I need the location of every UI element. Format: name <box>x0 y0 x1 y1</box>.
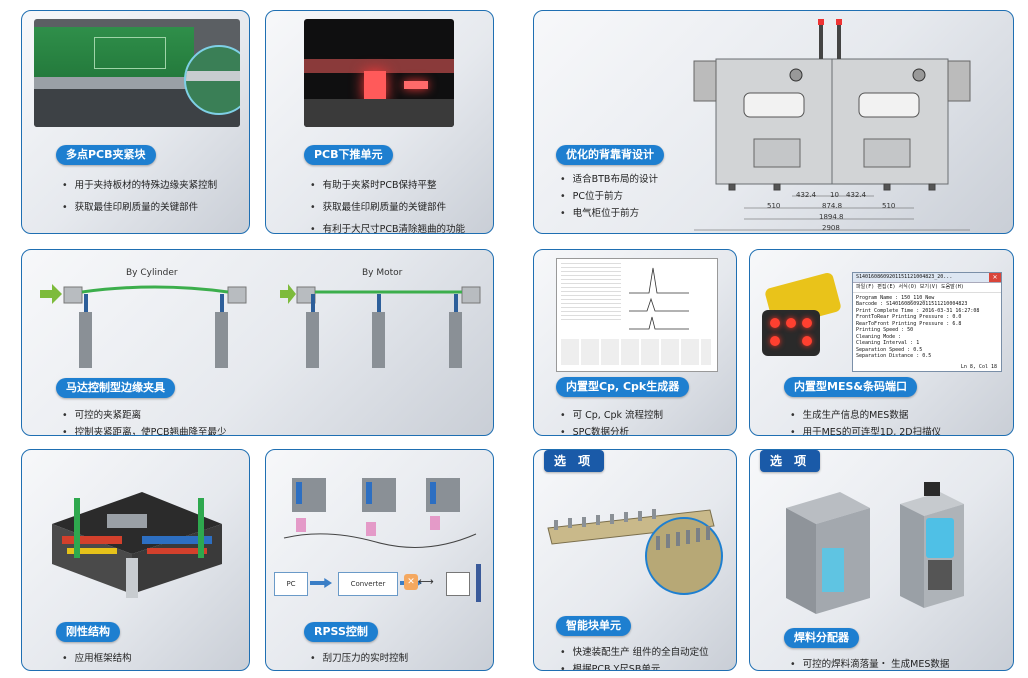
bullet-list: 用于夹持板材的特殊边缘夹紧控制 获取最佳印刷质量的关键部件 <box>62 177 218 221</box>
bullet: 用于夹持板材的特殊边缘夹紧控制 <box>62 177 218 191</box>
bullet-list: 生成生产信息的MES数据 用于MES的可连型1D, 2D扫描仪 <box>790 407 942 435</box>
card-title: 内置型MES&条码端口 <box>784 377 917 397</box>
window-statusbar: Ln 8, Col 18 <box>960 363 997 370</box>
bullet: 有利于大尺寸PCB清除翘曲的功能 <box>310 221 465 233</box>
card-title: 多点PCB夹紧块 <box>56 145 156 165</box>
bullet: 用于MES的可连型1D, 2D扫描仪 <box>790 424 942 435</box>
card-solder-dispenser: 选 项 焊料分配器 可控的焊料滴落量・ 生成MES数据 <box>749 449 1014 671</box>
arrow-icon <box>310 578 332 588</box>
bullet: 刮刀压力的实时控制 <box>310 650 409 664</box>
label-by-motor: By Motor <box>362 268 403 278</box>
card-title: 智能块单元 <box>556 616 631 636</box>
solder-dispenser-image <box>786 482 964 614</box>
motor-icon: ✕ <box>404 574 418 590</box>
card-pcb-clamp: 多点PCB夹紧块 用于夹持板材的特殊边缘夹紧控制 获取最佳印刷质量的关键部件 <box>21 10 250 234</box>
card-title: 优化的背靠背设计 <box>556 145 664 165</box>
pcb-clamp-photo <box>34 19 240 127</box>
card-cpk-generator: 内置型Cp, Cpk生成器 可 Cp, Cpk 流程控制 SPC数据分析 <box>533 249 737 436</box>
bullet: 控制夹紧距离，使PCB翘曲降至最少 <box>62 424 227 435</box>
card-title: 焊料分配器 <box>784 628 859 648</box>
bullet-list: 可控的夹紧距离 控制夹紧距离，使PCB翘曲降至最少 <box>62 407 227 435</box>
dim-label: 1894.8 <box>819 213 844 221</box>
content-line: Cleaning Interval : 1 <box>856 340 920 346</box>
bullet: 获取最佳印刷质量的关键部件 <box>310 199 465 213</box>
bullet: 有助于夹紧时PCB保持平整 <box>310 177 465 191</box>
content-line: Separation Distance : 0.5 <box>856 353 932 359</box>
bullet: 快速装配生产 组件的全自动定位 <box>560 644 709 658</box>
content-line: Print Complete Time : 2016-03-31 16:27:0… <box>856 307 980 314</box>
window-title: S1401608609201151121004823_20... <box>856 274 953 280</box>
bullet: 适合BTB布局的设计 <box>560 171 658 185</box>
smart-block-image <box>547 509 723 595</box>
dim-label: 874.8 <box>822 202 843 210</box>
actuator-icon <box>446 572 470 596</box>
dim-label: 510 <box>767 202 781 210</box>
bullet-list: 快速装配生产 组件的全自动定位 根据PCB Y尺SB单元 <box>560 644 709 670</box>
bullet: 可控的焊料滴落量・ 生成MES数据 <box>790 656 950 670</box>
window-titlebar: S1401608609201151121004823_20... ✕ <box>853 273 1001 283</box>
card-pcb-pushup: PCB下推单元 有助于夹紧时PCB保持平整 获取最佳印刷质量的关键部件 有利于大… <box>265 10 494 234</box>
bullet: 生成生产信息的MES数据 <box>790 407 941 421</box>
close-icon[interactable]: ✕ <box>989 273 1001 282</box>
card-title: PCB下推单元 <box>304 145 393 165</box>
bullet: 可 Cp, Cpk 流程控制 <box>560 407 663 421</box>
dim-label: 432.4 <box>846 191 867 199</box>
bullet-list: 有助于夹紧时PCB保持平整 获取最佳印刷质量的关键部件 有利于大尺寸PCB清除翘… <box>310 177 465 233</box>
card-motor-clamp: By Cylinder By Motor 马达控制型边缘夹具 可控的夹紧距离 控… <box>21 249 494 436</box>
card-rpss-control: PC Converter ✕ ⟷ RPSS控制 刮刀压力的实时控制 <box>265 449 494 671</box>
bullet-list: 刮刀压力的实时控制 <box>310 650 409 670</box>
double-arrow-icon: ⟷ <box>418 575 434 588</box>
bullet: PC位于前方 <box>560 188 658 202</box>
card-title: 刚性结构 <box>56 622 120 642</box>
flow-box-converter: Converter <box>338 572 398 596</box>
cpk-software-screenshot <box>556 258 718 372</box>
card-title: RPSS控制 <box>304 622 378 642</box>
squeegee-diagram <box>283 478 477 548</box>
barcode-scanner-image <box>758 271 844 360</box>
bullet-list: 适合BTB布局的设计 PC位于前方 电气柜位于前方 <box>560 171 658 222</box>
actuator-rod-icon <box>476 564 481 602</box>
card-rigid-structure: 刚性结构 应用框架结构 <box>21 449 250 671</box>
bullet: 应用框架结构 <box>62 650 132 664</box>
pcb-pushup-photo <box>304 19 454 127</box>
clamp-diagram <box>40 284 481 368</box>
option-badge: 选 项 <box>760 450 821 472</box>
rigid-frame-render <box>52 492 222 598</box>
content-line: RearToFront Printing Pressure : 6.8 <box>856 320 962 327</box>
option-badge: 选 项 <box>544 450 605 472</box>
label-by-cylinder: By Cylinder <box>126 268 178 278</box>
bullet: 根据PCB Y尺SB单元 <box>560 661 709 670</box>
bullet: 可控的夹紧距离 <box>62 407 227 421</box>
window-menu[interactable]: 파일(F) 편집(E) 서식(O) 보기(V) 도움말(H) <box>853 283 1001 293</box>
content-line: FrontToRear Printing Pressure : 0.0 <box>856 314 962 320</box>
window-content: Program Name : 150_110_New Barcode : S14… <box>853 293 1001 362</box>
content-line: Printing Speed : 50 <box>856 327 914 333</box>
bullet: 电气柜位于前方 <box>560 205 658 219</box>
bullet-list: 可控的焊料滴落量・ 生成MES数据 <box>790 656 950 670</box>
content-line: Program Name : 150_110_New <box>856 294 935 301</box>
card-mes-port: S1401608609201151121004823_20... ✕ 파일(F)… <box>749 249 1014 436</box>
btb-machine-drawing <box>693 19 971 231</box>
dim-label: 432.4 <box>796 191 817 199</box>
card-title: 内置型Cp, Cpk生成器 <box>556 377 690 397</box>
bullet: SPC数据分析 <box>560 424 663 435</box>
bullet: 获取最佳印刷质量的关键部件 <box>62 199 217 213</box>
notepad-window: S1401608609201151121004823_20... ✕ 파일(F)… <box>852 272 1002 372</box>
card-title: 马达控制型边缘夹具 <box>56 378 175 398</box>
content-line: Separation Speed : 0.5 <box>856 346 923 353</box>
dim-label: 2908 <box>822 224 840 232</box>
flow-box-pc: PC <box>274 572 308 596</box>
dim-label: 10 <box>830 191 839 199</box>
dim-label: 510 <box>882 202 896 210</box>
content-line: Barcode : S14016086092011511210004823 <box>856 301 968 307</box>
bullet-list: 应用框架结构 <box>62 650 132 670</box>
content-line: Cleaning Mode : <box>856 333 902 340</box>
card-smart-block: 选 项 智能块单元 快速装配生产 组件的全自动定位 根据PCB Y尺SB单元 <box>533 449 737 671</box>
zoom-circle <box>184 45 240 115</box>
bullet-list: 可 Cp, Cpk 流程控制 SPC数据分析 <box>560 407 663 435</box>
card-btb-design: 432.4 10 432.4 510 874.8 510 1894.8 2908… <box>533 10 1014 234</box>
